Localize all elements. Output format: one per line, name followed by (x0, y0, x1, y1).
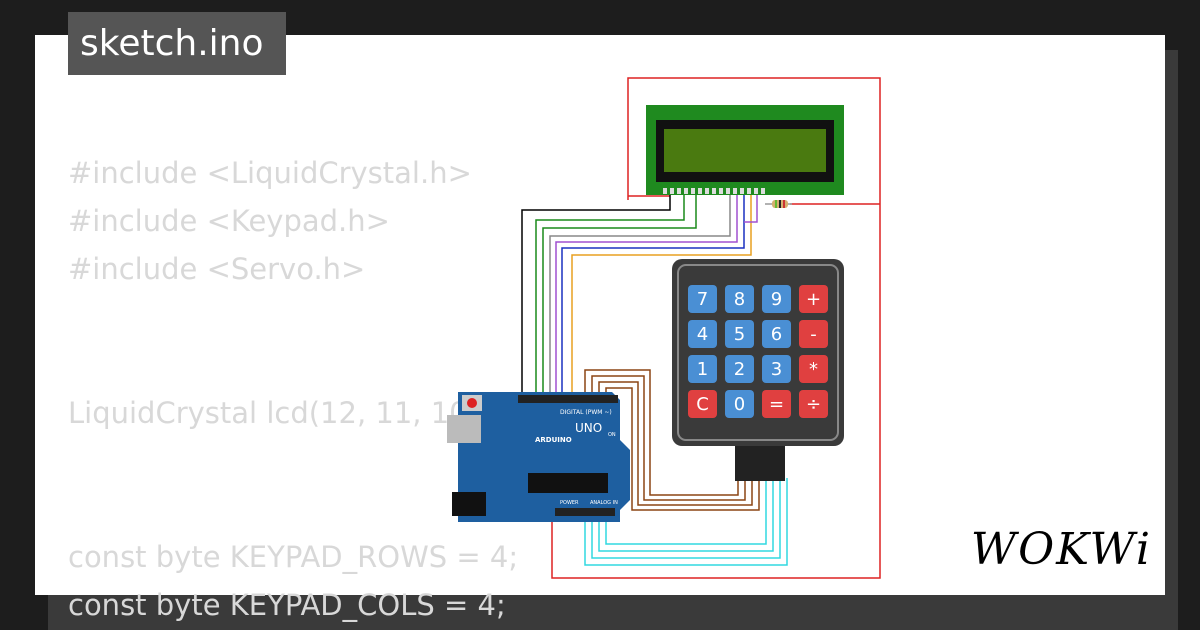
board-name: UNO (575, 421, 602, 435)
keypad-key-label: C (696, 394, 709, 415)
keypad-key-label: = (769, 394, 784, 415)
power-label: POWER (560, 500, 579, 506)
keypad-key-label: + (806, 289, 821, 310)
keypad-key-label: 1 (697, 359, 708, 380)
keypad-key (725, 320, 754, 348)
keypad-key-label: ÷ (806, 394, 821, 415)
lcd-wire-gnd (521, 190, 671, 400)
keypad-key (688, 320, 717, 348)
wokwi-logo: WOKWi (970, 524, 1152, 575)
keypad-key-label: 7 (697, 289, 708, 310)
keypad-key (688, 285, 717, 313)
keypad-key (762, 285, 791, 313)
lcd-wire-rs (535, 190, 685, 400)
keypad-key (762, 390, 791, 418)
keypad-key (688, 390, 717, 418)
keypad-key (799, 390, 828, 418)
power-wire (551, 77, 881, 579)
keypad-key (725, 285, 754, 313)
keypad-key (725, 355, 754, 383)
board-brand: ARDUINO (535, 436, 572, 444)
keypad-key-label: 0 (734, 394, 745, 415)
keypad-key-label: 5 (734, 324, 745, 345)
keypad-key-label: 6 (771, 324, 782, 345)
keypad-key (688, 355, 717, 383)
keypad-key-label: * (809, 359, 818, 380)
file-title-badge: sketch.ino (68, 12, 286, 75)
keypad-key (799, 320, 828, 348)
keypad: 7 8 9 +4 5 6 - 1 2 3 * C 0 = ÷ (672, 259, 844, 481)
keypad-key (799, 285, 828, 313)
keypad-key (799, 355, 828, 383)
keypad-key (762, 355, 791, 383)
on-label: ON (608, 432, 616, 438)
keypad-key-label: 9 (771, 289, 782, 310)
resistor (765, 200, 792, 208)
keypad-key-label: 4 (697, 324, 708, 345)
keypad-key (762, 320, 791, 348)
keypad-key-label: 8 (734, 289, 745, 310)
keypad-key (725, 390, 754, 418)
analog-label: ANALOG IN (590, 500, 618, 506)
digital-label: DIGITAL (PWM ~) (560, 409, 612, 416)
lcd-display (646, 105, 844, 195)
keypad-key-label: - (810, 324, 817, 345)
arduino-uno: DIGITAL (PWM ~) UNO ARDUINO POWER ANALOG… (447, 392, 630, 522)
keypad-key-label: 2 (734, 359, 745, 380)
keypad-key-label: 3 (771, 359, 782, 380)
